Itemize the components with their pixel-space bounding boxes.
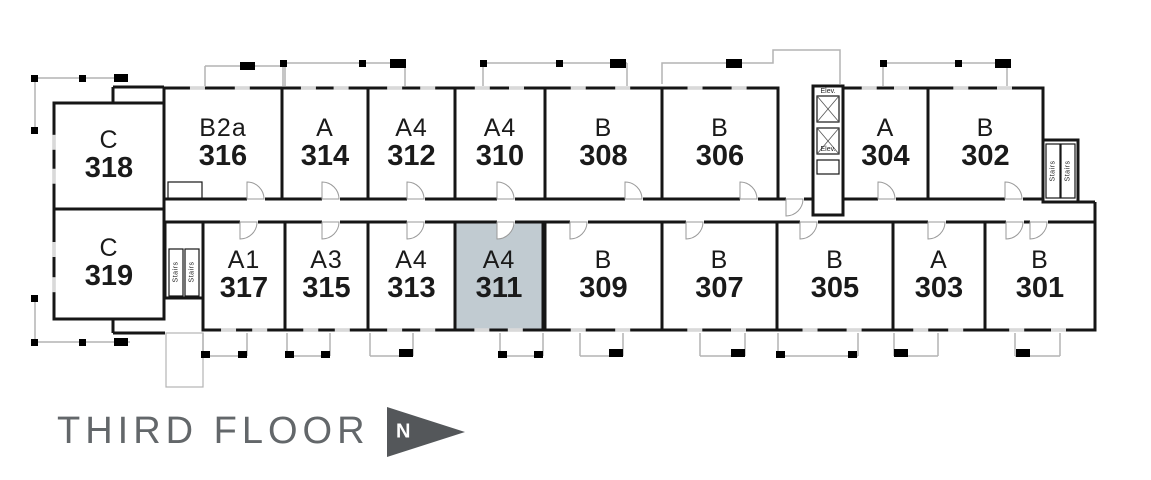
unit-type-label: A4 [395,246,428,275]
unit-number-label: 315 [302,272,351,305]
unit-number-label: 307 [695,272,744,305]
unit-type-label: A [930,246,948,275]
unit-type-label: B [594,246,613,275]
stairs-label: Stairs [172,261,180,283]
north-arrow-icon [387,407,465,457]
unit-number-label: 305 [810,272,860,305]
elevator-label: Elev. [820,88,836,95]
unit-number-label: 304 [861,139,910,172]
unit-number-label: 303 [914,272,964,305]
unit-type-label: A4 [483,113,517,142]
unit-type-label: B [1031,246,1049,275]
stairs-label: Stairs [1049,160,1057,182]
north-label: N [396,420,411,443]
unit-type-label: A3 [310,246,343,275]
elevator-label: Elev. [820,146,836,153]
north-arrow: N [386,406,468,458]
unit-number-label: 319 [84,260,134,293]
unit-number-label: 308 [579,139,628,172]
north-arrow-shape [387,407,465,457]
unit-type-label: B2a [199,113,247,142]
unit-type-label: C [99,234,119,263]
stairs-label: Stairs [1064,160,1072,182]
unit-type-label: A [316,113,334,142]
unit-number-label: 318 [84,152,134,185]
unit-number-label: 312 [387,139,436,172]
unit-type-label: B [594,113,613,142]
unit-number-label: 306 [695,139,745,172]
unit-type-label: A4 [482,246,516,275]
unit-type-label: B [826,246,844,275]
unit-type-label: B [976,113,995,142]
unit-type-label: A1 [227,246,261,275]
unit-type-label: C [99,126,119,155]
unit-number-label: 309 [579,272,628,305]
stairs-label: Stairs [188,261,196,283]
unit-number-label: 302 [961,139,1010,172]
unit-type-label: B [711,113,729,142]
unit-number-label: 316 [198,139,248,172]
unit-number-label: 310 [475,139,525,172]
floor-title: THIRD FLOOR [57,410,370,452]
unit-number-label: 314 [300,139,350,172]
unit-number-label: 301 [1015,272,1065,305]
unit-number-label: 317 [219,272,269,305]
unit-type-label: A [876,113,895,142]
unit-type-label: A4 [395,113,428,142]
unit-type-label: B [710,246,729,275]
unit-number-label: 311 [475,272,523,305]
unit-number-label: 313 [387,272,436,305]
